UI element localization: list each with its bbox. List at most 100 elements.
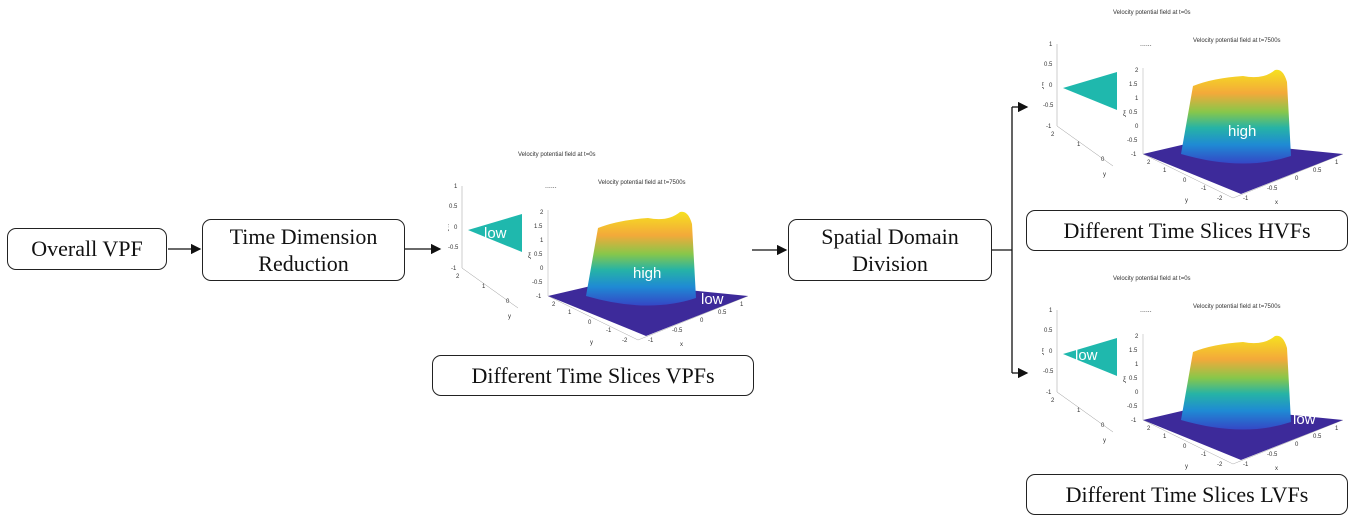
time-reduction-line1: Time Dimension: [229, 223, 378, 249]
front-z-tick: 0: [1135, 124, 1139, 130]
back-y-label: y: [1103, 438, 1106, 444]
front-y-tick: 0: [588, 320, 592, 326]
front-x-tick: 0.5: [1313, 168, 1322, 174]
front-z-tick: 1.5: [1129, 82, 1138, 88]
ellipsis: ......: [545, 183, 557, 190]
front-y-tick: -2: [622, 338, 628, 344]
vpfs-caption-box: Different Time Slices VPFs: [432, 355, 754, 396]
front-z-tick: 2: [540, 210, 544, 216]
front-y-tick: -1: [606, 328, 612, 334]
back-z-tick: -0.5: [1043, 103, 1054, 109]
back-y-tick: 2: [1051, 132, 1055, 138]
front-z-tick: -0.5: [532, 280, 543, 286]
spatial-domain-division-box: Spatial Domain Division: [788, 219, 992, 281]
time-dimension-reduction-box: Time Dimension Reduction: [202, 219, 405, 281]
front-y-tick: 2: [1147, 160, 1151, 166]
ellipsis: ......: [1140, 307, 1152, 314]
front-x-tick: 1: [740, 302, 744, 308]
front-y-label: y: [590, 340, 593, 346]
ellipsis: ......: [1140, 41, 1152, 48]
front-xi-label: ξ: [1123, 111, 1126, 118]
overall-vpf-label: Overall VPF: [31, 236, 143, 262]
label-low-back: low: [484, 225, 507, 242]
front-y-tick: -2: [1217, 196, 1223, 202]
back-z-tick: 0.5: [449, 204, 458, 210]
surface-plateau: [586, 211, 696, 306]
front-plot-axes: [1142, 334, 1344, 465]
front-y-tick: -1: [1201, 452, 1207, 458]
back-z-tick: 1: [1049, 42, 1053, 48]
hvfs-caption-box: Different Time Slices HVFs: [1026, 210, 1348, 251]
back-y-tick: 1: [1077, 408, 1081, 414]
front-y-label: y: [1185, 198, 1188, 204]
spatial-line1: Spatial Domain: [821, 223, 959, 249]
front-x-label: x: [680, 342, 683, 348]
front-x-tick: -1: [1243, 196, 1249, 202]
back-y-tick: 0: [506, 299, 510, 305]
front-z-tick: 1: [1135, 96, 1139, 102]
back-y-tick: 2: [1051, 398, 1055, 404]
back-y-tick: 1: [1077, 142, 1081, 148]
front-y-tick: -1: [1201, 186, 1207, 192]
front-y-tick: 1: [1163, 434, 1167, 440]
lvfs-plot-panel: Velocity potential field at t=0s 1 0.5 0…: [1042, 276, 1344, 470]
time-reduction-line2: Reduction: [258, 251, 349, 276]
back-y-label: y: [1103, 172, 1106, 178]
front-x-tick: -0.5: [672, 328, 683, 334]
back-z-tick: -0.5: [448, 245, 459, 251]
front-y-tick: 1: [568, 310, 572, 316]
label-high: high: [1228, 123, 1256, 140]
front-y-tick: 1: [1163, 168, 1167, 174]
plot-title-t0: Velocity potential field at t=0s: [1113, 276, 1191, 282]
plot-title-t0: Velocity potential field at t=0s: [1113, 10, 1191, 16]
front-z-tick: 0.5: [1129, 376, 1138, 382]
back-z-tick: 0: [1049, 83, 1053, 89]
front-z-tick: -1: [536, 294, 542, 300]
front-y-tick: 0: [1183, 444, 1187, 450]
front-x-label: x: [1275, 200, 1278, 204]
back-z-tick: -1: [1046, 124, 1052, 130]
front-y-tick: -2: [1217, 462, 1223, 468]
front-z-tick: 1: [540, 238, 544, 244]
hvfs-caption: Different Time Slices HVFs: [1063, 217, 1311, 243]
front-z-tick: 0.5: [1129, 110, 1138, 116]
front-x-tick: 0.5: [718, 310, 727, 316]
back-z-tick: 0: [1049, 349, 1053, 355]
front-y-tick: 2: [1147, 426, 1151, 432]
label-low-back: low: [1075, 347, 1098, 364]
overall-vpf-box: Overall VPF: [7, 228, 167, 270]
back-z-tick: 1: [1049, 308, 1053, 314]
front-x-tick: 1: [1335, 160, 1339, 166]
teal-triangle: [1063, 72, 1117, 110]
plot-title-t0: Velocity potential field at t=0s: [518, 152, 596, 158]
teal-triangle: [468, 214, 522, 252]
vpfs-plot-panel: Velocity potential field at t=0s 1 0.5 0…: [448, 152, 749, 348]
spatial-line2: Division: [852, 251, 928, 276]
back-xi-label: ξ: [1042, 349, 1044, 356]
plot-title-t7500: Velocity potential field at t=7500s: [598, 180, 686, 186]
hvfs-plot-panel: Velocity potential field at t=0s 1 0.5 0…: [1042, 10, 1344, 204]
front-xi-label: ξ: [528, 253, 531, 260]
front-z-tick: 1: [1135, 362, 1139, 368]
back-z-tick: 1: [454, 184, 458, 190]
back-z-tick: -1: [1046, 390, 1052, 396]
surface-plateau: [1181, 69, 1291, 164]
lvfs-caption: Different Time Slices LVFs: [1065, 481, 1309, 507]
back-y-tick: 1: [482, 284, 486, 290]
label-low-front: low: [701, 291, 724, 308]
front-z-tick: -0.5: [1127, 404, 1138, 410]
back-y-tick: 0: [1101, 157, 1105, 163]
plot-title-t7500: Velocity potential field at t=7500s: [1193, 304, 1281, 310]
front-z-tick: 0: [540, 266, 544, 272]
front-plot-axes: [547, 210, 749, 341]
front-z-tick: -1: [1131, 418, 1137, 424]
front-plot-axes: [1142, 68, 1344, 199]
lvfs-caption-box: Different Time Slices LVFs: [1026, 474, 1348, 515]
front-x-label: x: [1275, 466, 1278, 470]
back-xi-label: ξ: [1042, 83, 1044, 90]
front-z-tick: -0.5: [1127, 138, 1138, 144]
surface-plateau: [1181, 335, 1291, 430]
front-z-tick: -1: [1131, 152, 1137, 158]
front-x-tick: 0.5: [1313, 434, 1322, 440]
